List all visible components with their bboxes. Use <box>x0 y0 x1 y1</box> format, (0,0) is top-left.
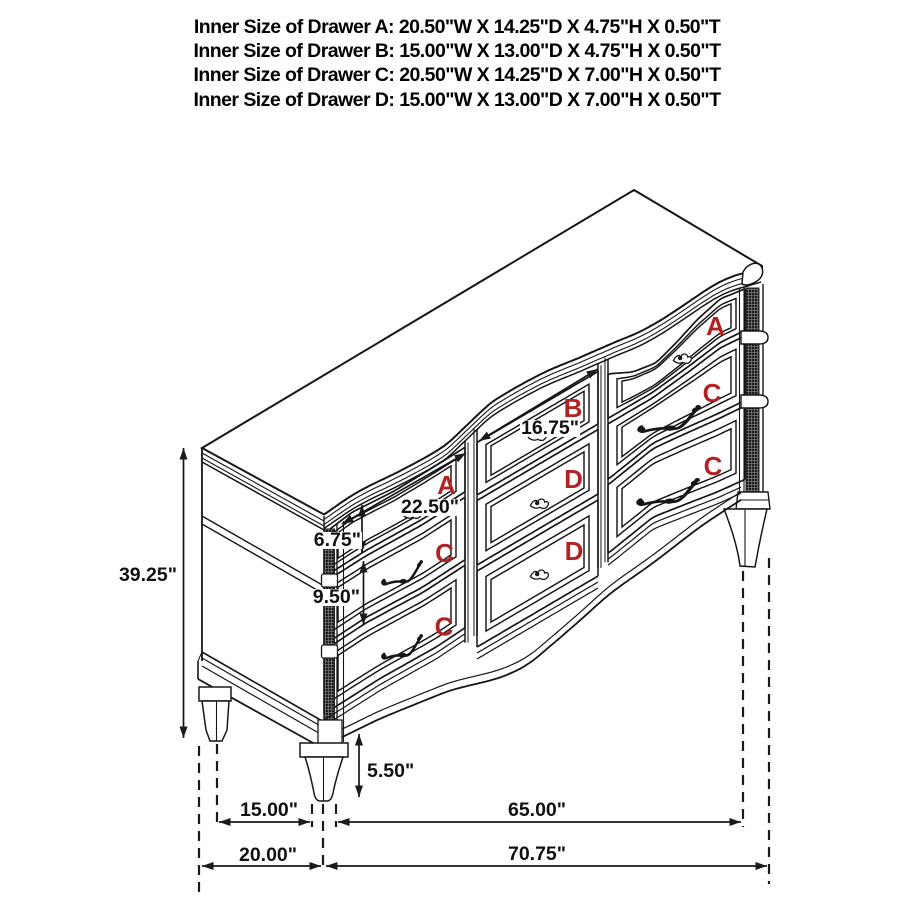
svg-text:D: D <box>564 464 583 494</box>
svg-text:5.50": 5.50" <box>367 760 414 782</box>
svg-text:B: B <box>564 393 583 423</box>
svg-text:20.00": 20.00" <box>239 844 297 866</box>
svg-text:D: D <box>565 536 584 566</box>
svg-text:6.75": 6.75" <box>314 529 361 551</box>
svg-text:A: A <box>437 470 456 500</box>
svg-text:9.50": 9.50" <box>313 586 360 608</box>
svg-text:C: C <box>704 451 723 481</box>
svg-text:16.75": 16.75" <box>521 417 579 439</box>
svg-text:65.00": 65.00" <box>508 799 566 821</box>
svg-text:15.00": 15.00" <box>240 799 298 821</box>
svg-text:C: C <box>435 538 454 568</box>
svg-text:C: C <box>435 612 454 642</box>
svg-text:22.50": 22.50" <box>401 496 459 518</box>
svg-text:A: A <box>706 311 725 341</box>
svg-text:C: C <box>703 378 722 408</box>
svg-text:39.25": 39.25" <box>119 564 177 586</box>
svg-text:70.75": 70.75" <box>508 843 566 865</box>
